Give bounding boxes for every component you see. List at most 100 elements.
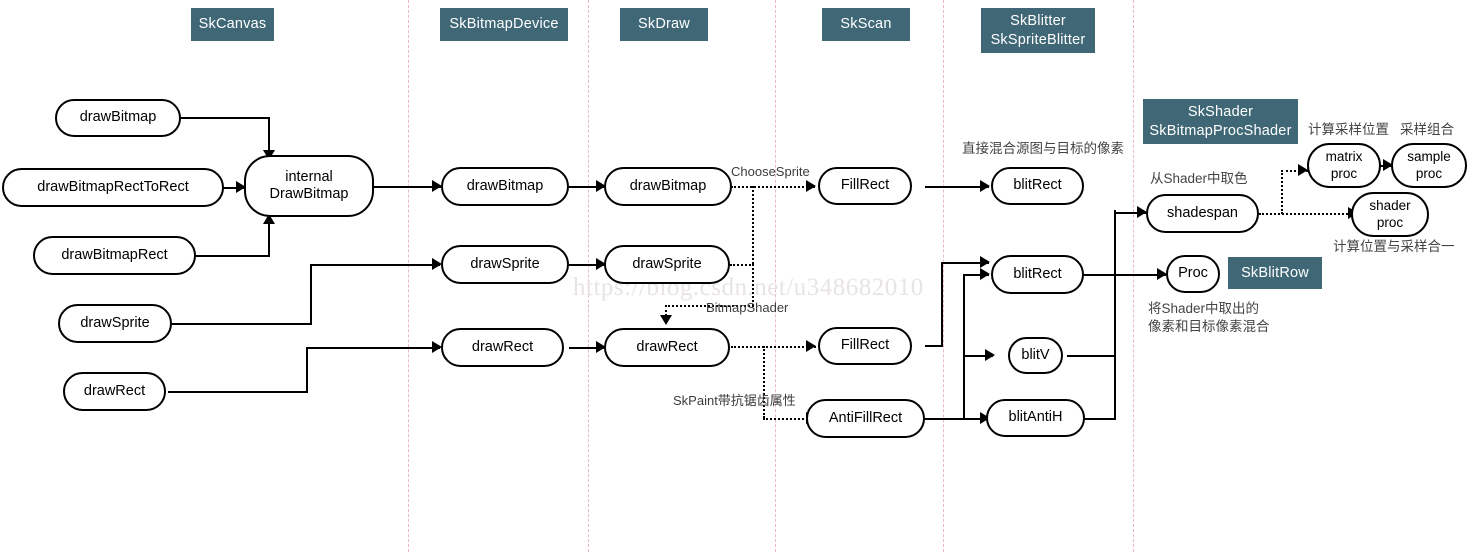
node-shader-matrixproc[interactable]: matrix proc <box>1307 143 1381 188</box>
edge-shadespan-up-v <box>1281 170 1283 214</box>
node-canvas-drawbitmaprect[interactable]: drawBitmapRect <box>33 236 196 275</box>
edge-antifill-h <box>925 418 993 420</box>
edge-fillrect-mid-h2 <box>941 262 989 264</box>
edge-blit-collector-v <box>1114 210 1116 420</box>
edge-fillrect-mid-h1 <box>925 345 943 347</box>
edge-drawrect-antialias-v <box>763 346 765 418</box>
edge-canvas-drawrect-h1 <box>168 391 308 393</box>
edge-shadespan-to-matrixproc <box>1281 170 1308 172</box>
edge-drawbitmap-down-to-drawsprite <box>752 186 754 264</box>
edge-fillrect-mid-v <box>941 262 943 347</box>
lane-divider-1 <box>408 0 409 552</box>
arrowhead-blitrect-mid-b <box>980 268 990 280</box>
arrowhead-blitrect-top <box>980 180 990 192</box>
lane-header-skblitter: SkBlitter SkSpriteBlitter <box>981 8 1095 53</box>
node-skscan-fillrect-mid[interactable]: FillRect <box>818 327 912 365</box>
edge-drawrect-to-fillrect <box>731 346 816 348</box>
edge-label-choosesprite: ChooseSprite <box>731 164 810 179</box>
arrowhead-fillrect-mid <box>806 340 816 352</box>
lane-header-skcanvas: SkCanvas <box>191 8 274 41</box>
node-canvas-internaldrawbitmap[interactable]: internal DrawBitmap <box>244 155 374 217</box>
arrowhead-skdraw-drawrect <box>596 341 606 353</box>
arrowhead-sampleproc <box>1383 159 1393 171</box>
edge-canvas-drawsprite-v <box>310 264 312 325</box>
edge-blitter-trunk-to-blitrect <box>963 274 989 276</box>
lane-divider-2 <box>588 0 589 552</box>
edge-canvas-drawsprite-h1 <box>172 323 312 325</box>
annotation-sample-combine: 采样组合 <box>1400 122 1454 137</box>
node-canvas-drawrect[interactable]: drawRect <box>63 372 166 411</box>
node-device-drawrect[interactable]: drawRect <box>441 328 564 367</box>
node-device-drawbitmap[interactable]: drawBitmap <box>441 167 569 206</box>
lane-header-skdraw: SkDraw <box>620 8 708 41</box>
node-skscan-fillrect-top[interactable]: FillRect <box>818 167 912 205</box>
node-skdraw-drawbitmap[interactable]: drawBitmap <box>604 167 732 206</box>
lane-divider-5 <box>1133 0 1134 552</box>
edge-collector-to-shadespan <box>1114 212 1147 214</box>
lane-divider-4 <box>943 0 944 552</box>
node-canvas-drawsprite[interactable]: drawSprite <box>58 304 172 343</box>
edge-drawbitmap-to-internal <box>181 117 269 119</box>
edge-blitrectmid-to-proc <box>1083 274 1166 276</box>
arrowhead-skdraw-drawsprite <box>596 258 606 270</box>
node-blitter-blitrect-mid[interactable]: blitRect <box>991 255 1084 294</box>
edge-internal-to-device-drawbitmap <box>373 186 441 188</box>
arrowhead-device-drawsprite <box>432 258 442 270</box>
edge-bitmapshader-down <box>665 305 667 320</box>
node-shader-proc[interactable]: Proc <box>1166 255 1220 293</box>
edge-bitmapshader-v <box>752 264 754 306</box>
edge-drawrect-antialias-h <box>763 418 816 420</box>
edge-bitmapshader-h <box>665 305 754 307</box>
node-skscan-antifillrect[interactable]: AntiFillRect <box>806 399 925 438</box>
annotation-direct-blend: 直接混合源图与目标的像素 <box>962 141 1124 156</box>
edge-fillrect-to-blitrect-top <box>925 186 989 188</box>
node-device-drawsprite[interactable]: drawSprite <box>441 245 569 284</box>
arrowhead-internal-left <box>236 181 246 193</box>
node-canvas-drawbitmaprecttorect[interactable]: drawBitmapRectToRect <box>2 168 224 207</box>
arrowhead-device-drawbitmap <box>432 180 442 192</box>
node-blitter-blitantih[interactable]: blitAntiH <box>986 399 1085 437</box>
node-blitter-blitrect-top[interactable]: blitRect <box>991 167 1084 205</box>
edge-label-skpaint-antialias: SkPaint带抗锯齿属性 <box>673 393 796 408</box>
edge-drawbitmaprect-to-internal <box>170 255 270 257</box>
edge-drawbitmap-to-internal-v <box>268 117 270 154</box>
edge-device-to-draw-rect <box>569 347 604 349</box>
lane-divider-3 <box>775 0 776 552</box>
edge-blitter-trunk-v <box>963 274 965 418</box>
arrowhead-shadespan <box>1137 206 1147 218</box>
annotation-compute-sample-position: 计算采样位置 <box>1308 122 1389 137</box>
arrowhead-blitv <box>985 349 995 361</box>
arrowhead-drawrect-from-shader <box>660 315 672 325</box>
edge-canvas-drawrect-v <box>306 347 308 393</box>
node-skdraw-drawrect[interactable]: drawRect <box>604 328 730 367</box>
arrowhead-blitrect-mid-a <box>980 256 990 268</box>
node-blitter-blitv[interactable]: blitV <box>1008 337 1063 374</box>
node-shader-shadespan[interactable]: shadespan <box>1146 194 1259 233</box>
edge-device-to-draw-bitmap <box>569 186 604 188</box>
node-shader-shaderproc[interactable]: shader proc <box>1351 192 1429 237</box>
edge-into-drawsprite <box>730 264 754 266</box>
edge-blitv-out <box>1067 355 1116 357</box>
node-canvas-drawbitmap[interactable]: drawBitmap <box>55 99 181 137</box>
arrowhead-fillrect-top <box>806 180 816 192</box>
annotation-blend-shader-pixels: 将Shader中取出的 像素和目标像素混合 <box>1148 301 1270 335</box>
node-shader-sampleproc[interactable]: sample proc <box>1391 143 1467 188</box>
edge-blitter-trunk-to-blitv <box>963 355 993 357</box>
edge-drawbitmaprect-to-internal-v <box>268 222 270 256</box>
edge-canvas-drawsprite-h2 <box>310 264 440 266</box>
arrowhead-internal-bottom <box>263 214 275 224</box>
edge-blitantih-out <box>1083 418 1116 420</box>
arrowhead-device-drawrect <box>432 341 442 353</box>
arrowhead-blitantih <box>980 412 990 424</box>
lane-header-skblitrow: SkBlitRow <box>1228 257 1322 289</box>
lane-header-skbitmapdevice: SkBitmapDevice <box>440 8 568 41</box>
annotation-position-sample-merged: 计算位置与采样合一 <box>1333 239 1455 254</box>
edge-label-bitmapshader: BitmapShader <box>706 300 789 315</box>
edge-device-to-draw-sprite <box>569 264 604 266</box>
annotation-pick-color-from-shader: 从Shader中取色 <box>1150 171 1248 186</box>
node-skdraw-drawsprite[interactable]: drawSprite <box>604 245 730 284</box>
arrowhead-skdraw-drawbitmap <box>596 180 606 192</box>
lane-header-skscan: SkScan <box>822 8 910 41</box>
lane-header-skshader: SkShader SkBitmapProcShader <box>1143 99 1298 144</box>
